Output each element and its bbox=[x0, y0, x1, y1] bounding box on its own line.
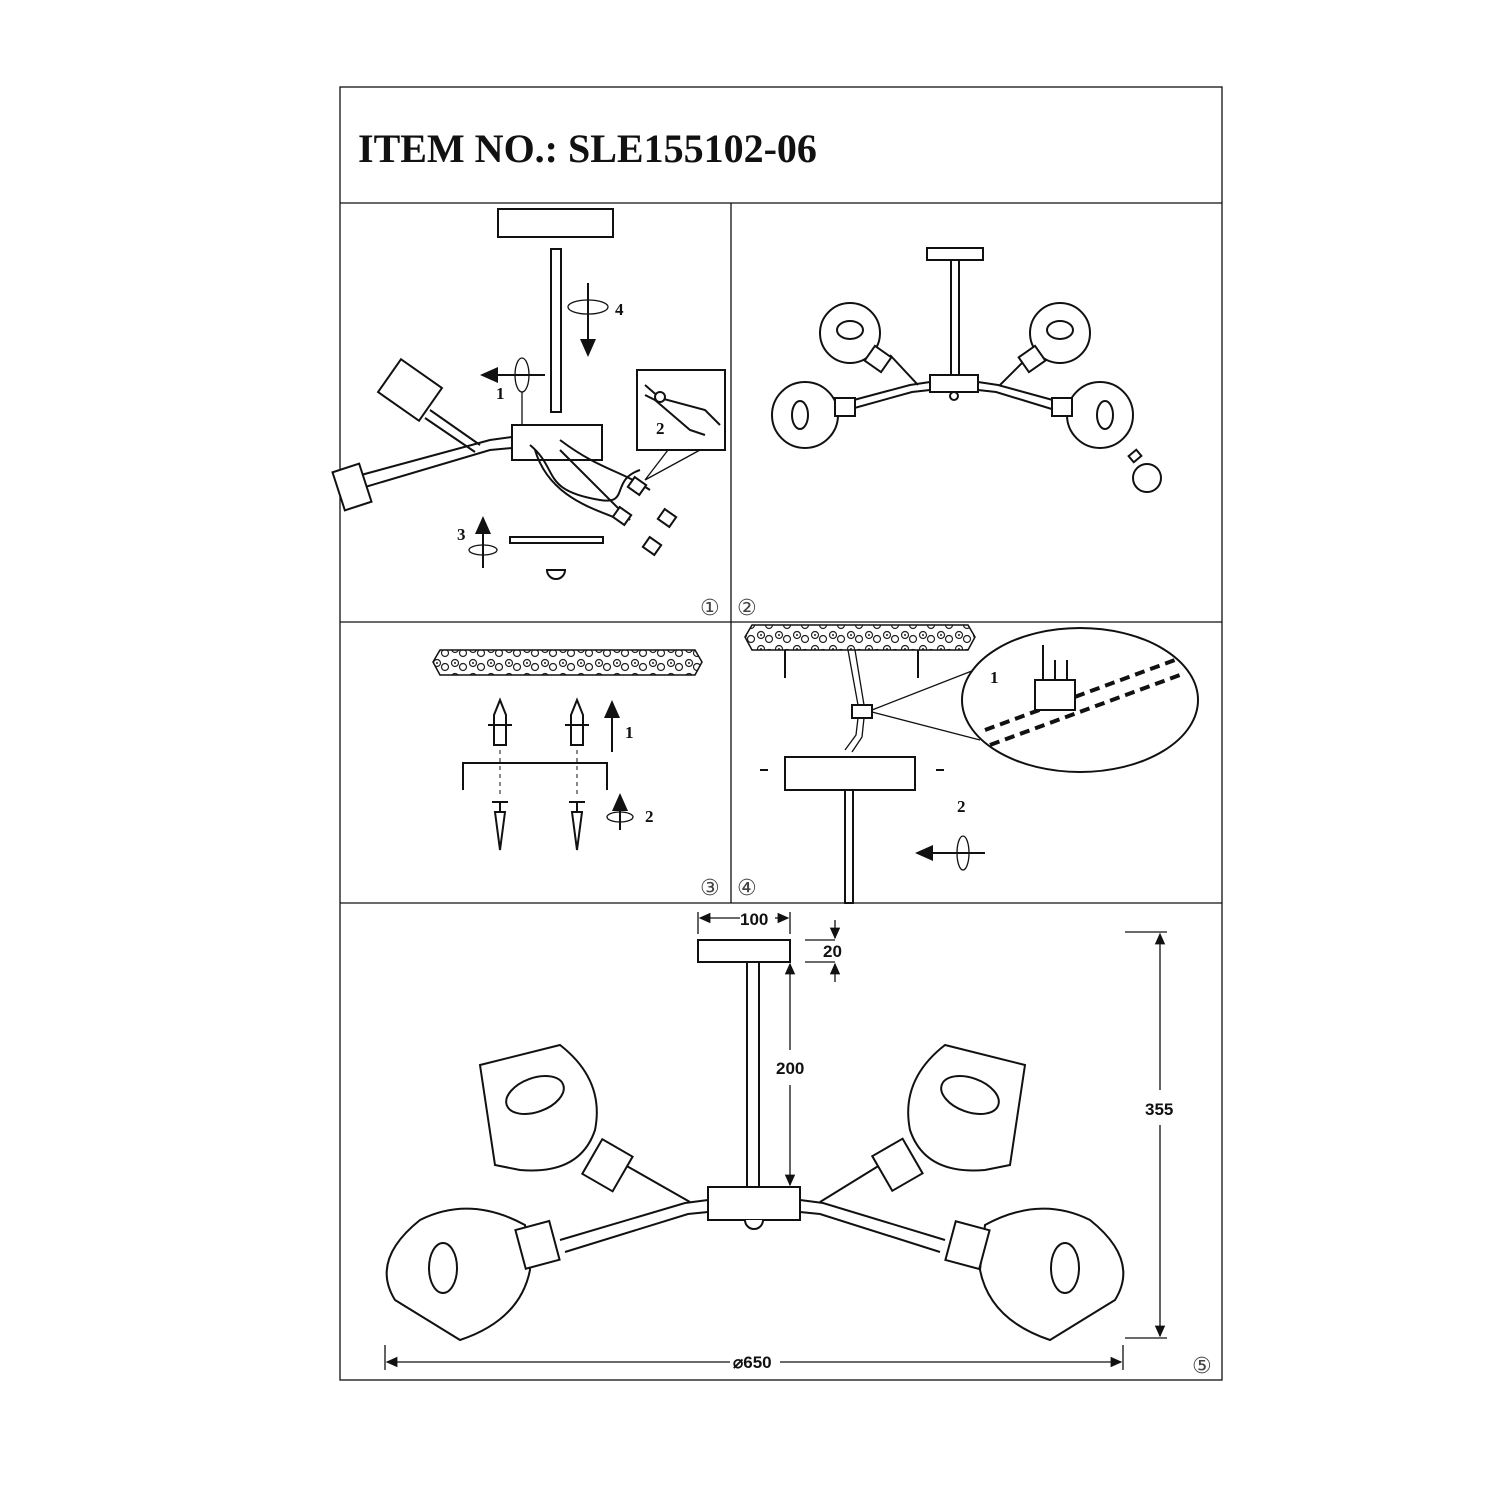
panel-3-mounting bbox=[432, 649, 703, 851]
panel-4-label-1: 1 bbox=[990, 668, 999, 687]
panel-5-step-number: ⑤ bbox=[1192, 1354, 1212, 1379]
panel-1-wiring bbox=[331, 208, 726, 580]
dimension-rod-length: 200 bbox=[776, 1059, 804, 1078]
panel-4-connection bbox=[744, 624, 1199, 904]
item-number-title: ITEM NO.: SLE155102-06 bbox=[358, 126, 817, 171]
panel-3-step-number: ③ bbox=[700, 876, 720, 901]
panel-4-label-2: 2 bbox=[957, 797, 966, 816]
panel-2-bulbs bbox=[771, 247, 1162, 493]
panel-2-step-number: ② bbox=[737, 596, 757, 621]
panel-3-label-1: 1 bbox=[625, 723, 634, 742]
panel-1-label-1: 1 bbox=[496, 384, 505, 403]
panel-1-label-2: 2 bbox=[656, 419, 665, 438]
dimension-canopy-width: 100 bbox=[740, 910, 768, 929]
panel-1-label-4: 4 bbox=[615, 300, 624, 319]
panel-5-dimension-drawing bbox=[384, 912, 1167, 1370]
dimension-total-height: 355 bbox=[1145, 1100, 1173, 1119]
panel-3-label-2: 2 bbox=[645, 807, 654, 826]
panel-4-step-number: ④ bbox=[737, 876, 757, 901]
panel-1-label-3: 3 bbox=[457, 525, 466, 544]
dimension-diameter: ⌀650 bbox=[733, 1353, 772, 1372]
dimension-canopy-height: 20 bbox=[823, 942, 842, 961]
panel-1-step-number: ① bbox=[700, 596, 720, 621]
sheet-frame bbox=[339, 86, 1223, 1381]
